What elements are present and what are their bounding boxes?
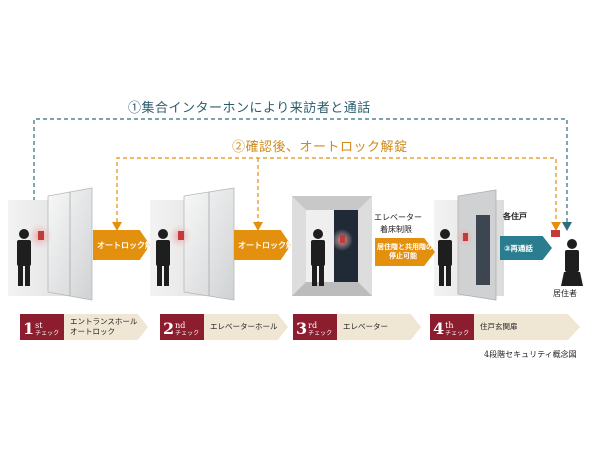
unlock-arrow-1: オートロック解錠 (93, 230, 150, 260)
visitor-figure-4 (438, 229, 452, 286)
autolock-flow-label: ②確認後、オートロック解錠 (232, 140, 408, 155)
visitor-figure-1 (17, 229, 31, 286)
diagram-caption: 4段階セキュリティ概念図 (484, 350, 577, 359)
floor-restriction-arrow: 居住階と共用階のみ 停止可能 (375, 238, 435, 266)
recall-arrow: ③再通話 (500, 236, 552, 260)
visitor-figure-2 (156, 229, 170, 286)
resident-figure (561, 239, 583, 286)
floor-restriction-line2: 停止可能 (389, 252, 417, 260)
resident-label: 居住者 (553, 289, 577, 298)
elevator-cab-scene (292, 196, 372, 296)
visitor-figure-3 (311, 229, 325, 286)
unlock-arrow-2: オートロック解錠 (234, 230, 291, 260)
each-unit-label: 各住戸 (503, 212, 527, 221)
check-place-3: エレベーター (343, 322, 388, 331)
check-place-2: エレベーターホール (210, 322, 278, 331)
intercom-flow-line (33, 118, 568, 222)
intercom-flow-label: ①集合インターホンにより来訪者と通話 (128, 101, 371, 116)
autolock-arrowhead-1 (112, 222, 122, 231)
floor-restriction-line1: 居住階と共用階のみ (377, 243, 440, 251)
floor-restriction-label: 着床制限 (380, 225, 412, 234)
autolock-arrowhead-2 (253, 222, 263, 231)
intercom-arrowhead-right (562, 222, 572, 231)
check-place-1-sub: オートロック (70, 327, 115, 336)
check-place-4: 住戸玄関扉 (480, 322, 518, 331)
check-place-1: エントランスホール (70, 317, 138, 326)
elevator-label: エレベーター (374, 213, 422, 222)
autolock-arrowhead-3 (551, 222, 561, 231)
residence-door-scene (434, 189, 560, 301)
autolock-flow-line (116, 157, 557, 222)
